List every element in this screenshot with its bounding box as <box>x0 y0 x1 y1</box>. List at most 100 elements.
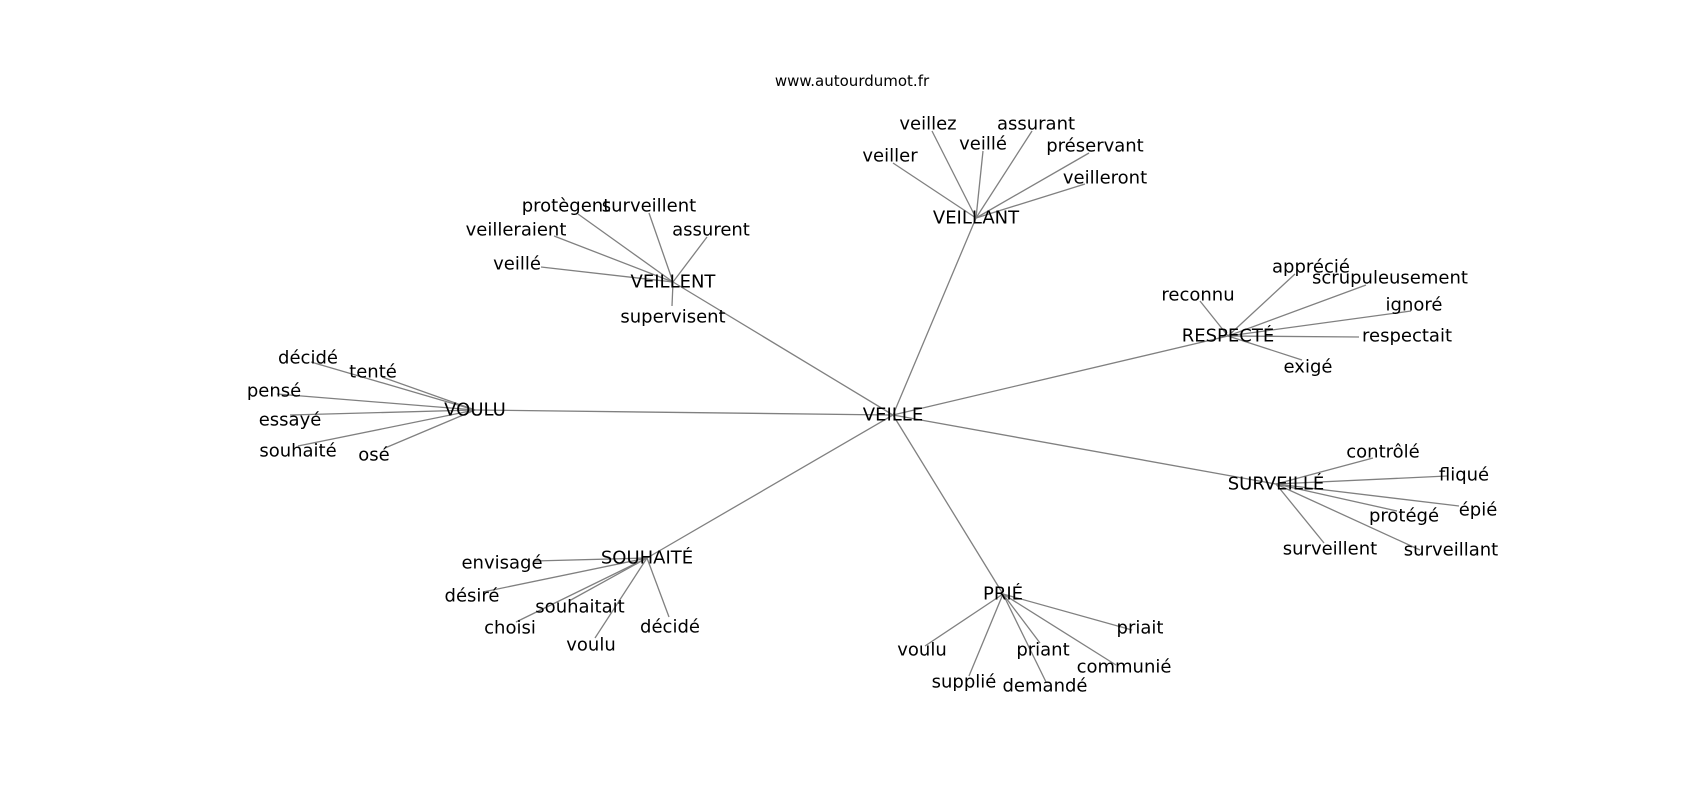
leaf-node: choisi <box>484 618 536 639</box>
edge-cluster-to-leaf <box>553 235 674 283</box>
leaf-node: priait <box>1117 618 1164 639</box>
leaf-node: contrôlé <box>1346 442 1419 463</box>
edge-cluster-to-leaf <box>1275 483 1460 507</box>
leaf-node: veillé <box>493 254 541 275</box>
edge-cluster-to-leaf <box>1002 593 1047 683</box>
edge-cluster-to-leaf <box>533 557 648 562</box>
edge-cluster-to-leaf <box>1002 593 1117 666</box>
edge-cluster-to-leaf <box>975 130 1033 219</box>
leaf-node: préservant <box>1046 136 1144 157</box>
leaf-node: veillé <box>959 134 1007 155</box>
edge-cluster-to-leaf <box>384 409 476 449</box>
edge-cluster-to-leaf <box>924 593 1004 647</box>
leaf-node: scrupuleusement <box>1312 268 1468 289</box>
leaf-node: respectait <box>1362 326 1452 347</box>
edge-cluster-to-leaf <box>968 593 1004 677</box>
leaf-node: veilleront <box>1063 168 1147 189</box>
edge-cluster-to-leaf <box>1002 593 1133 631</box>
cluster-node: SOUHAITÉ <box>601 547 693 569</box>
edge-cluster-to-leaf <box>1227 273 1296 337</box>
leaf-node: veilleraient <box>466 220 567 241</box>
edge-cluster-to-leaf <box>594 557 648 639</box>
leaf-node: reconnu <box>1161 285 1234 306</box>
edge-cluster-to-leaf <box>1002 593 1041 644</box>
edge-cluster-to-leaf <box>1275 457 1374 485</box>
leaf-node: essayé <box>259 410 322 431</box>
cluster-node: SURVEILLÉ <box>1228 473 1325 495</box>
edge-cluster-to-leaf <box>892 162 977 219</box>
edge-cluster-to-leaf <box>482 557 648 593</box>
edge-cluster-to-leaf <box>1275 483 1421 551</box>
leaf-node: voulu <box>566 635 615 656</box>
edge-center-to-cluster <box>892 217 977 416</box>
leaf-node: voulu <box>897 640 946 661</box>
edge-cluster-to-leaf <box>648 212 674 283</box>
edge-cluster-to-leaf <box>289 409 476 416</box>
leaf-node: priant <box>1016 640 1069 661</box>
edge-cluster-to-leaf <box>975 150 984 219</box>
edge-center-to-cluster <box>474 409 894 416</box>
leaf-node: exigé <box>1284 357 1333 378</box>
leaf-node: décidé <box>278 348 338 369</box>
edge-cluster-to-leaf <box>276 393 476 411</box>
leaf-node: désiré <box>445 586 500 607</box>
edge-cluster-to-leaf <box>672 236 708 283</box>
edge-cluster-to-leaf <box>515 557 648 623</box>
leaf-node: souhaitait <box>535 597 624 618</box>
center-node: VEILLE <box>863 405 923 426</box>
edge-center-to-cluster <box>892 414 1004 595</box>
edge-cluster-to-leaf <box>1227 335 1303 361</box>
edge-cluster-to-leaf <box>1275 483 1325 544</box>
cluster-node: VEILLENT <box>631 272 717 293</box>
leaf-node: supervisent <box>620 307 725 328</box>
leaf-node: veillez <box>899 114 956 135</box>
edge-cluster-to-leaf <box>671 281 674 307</box>
edge-cluster-to-leaf <box>1227 284 1367 337</box>
edge-cluster-to-leaf <box>568 557 648 602</box>
leaf-node: supplié <box>932 672 997 693</box>
edge-cluster-to-leaf <box>381 376 476 411</box>
edge-cluster-to-leaf <box>931 130 977 219</box>
leaf-node: demandé <box>1003 676 1088 697</box>
leaf-node: fliqué <box>1439 465 1489 486</box>
cluster-node: PRIÉ <box>983 583 1023 605</box>
leaf-node: veiller <box>862 146 918 167</box>
graph-edges <box>276 130 1460 683</box>
edge-center-to-cluster <box>672 281 894 416</box>
edge-cluster-to-leaf <box>310 361 476 411</box>
cluster-node: RESPECTÉ <box>1182 325 1274 347</box>
edge-center-to-cluster <box>892 414 1277 485</box>
site-url: www.autourdumot.fr <box>775 72 930 90</box>
edge-cluster-to-leaf <box>577 213 674 283</box>
edge-center-to-cluster <box>892 335 1229 416</box>
edge-cluster-to-leaf <box>297 409 476 447</box>
edge-cluster-to-leaf <box>1227 310 1412 337</box>
cluster-node: VEILLANT <box>933 208 1020 229</box>
leaf-node: protègent <box>522 196 611 217</box>
leaf-node: apprécié <box>1272 257 1350 278</box>
leaf-node: surveillent <box>1283 539 1377 560</box>
leaf-node: épié <box>1459 500 1498 521</box>
leaf-node: osé <box>358 445 389 466</box>
edge-cluster-to-leaf <box>1199 300 1229 337</box>
edge-cluster-to-leaf <box>646 557 670 618</box>
leaf-node: surveillent <box>602 196 696 217</box>
leaf-node: surveillant <box>1404 540 1498 561</box>
leaf-node: décidé <box>640 617 700 638</box>
leaf-node: assurant <box>997 114 1075 135</box>
leaf-node: assurent <box>672 220 750 241</box>
leaf-node: pensé <box>247 381 301 402</box>
cluster-node: VOULU <box>444 400 506 421</box>
edge-center-to-cluster <box>646 414 894 559</box>
leaf-node: ignoré <box>1386 295 1443 316</box>
edge-cluster-to-leaf <box>975 183 1086 219</box>
leaf-node: tenté <box>349 362 397 383</box>
edge-cluster-to-leaf <box>1275 475 1448 485</box>
leaf-node: envisagé <box>461 553 542 574</box>
edge-cluster-to-leaf <box>1227 335 1360 338</box>
edge-cluster-to-leaf <box>975 152 1090 219</box>
leaf-node: protégé <box>1369 506 1439 527</box>
edge-cluster-to-leaf <box>1275 483 1398 512</box>
